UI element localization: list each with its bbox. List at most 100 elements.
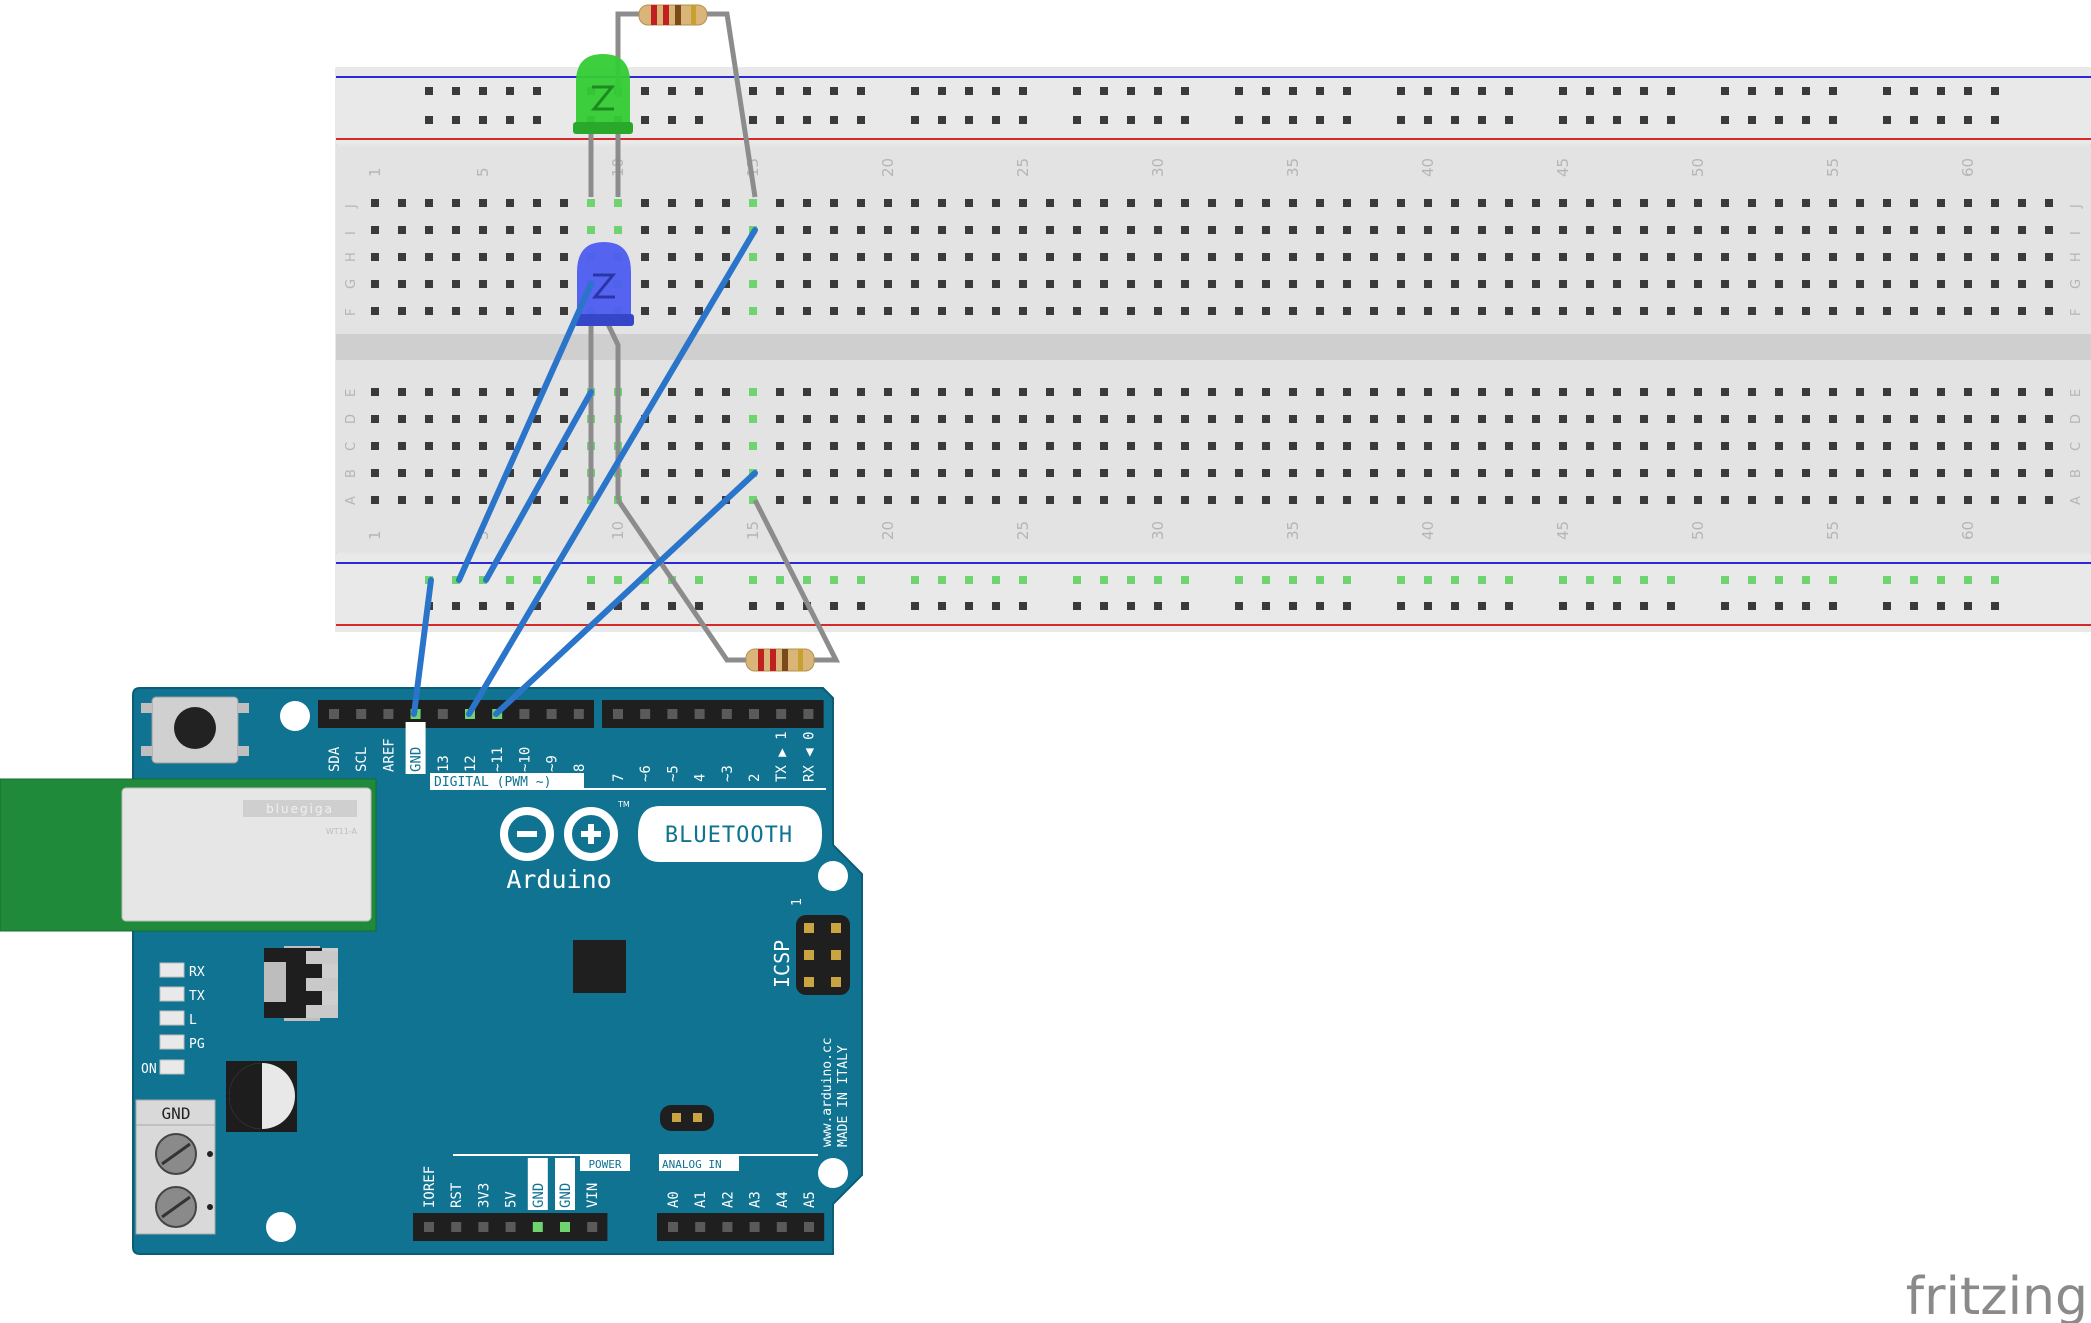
breadboard-hole <box>884 199 892 207</box>
header-pin[interactable] <box>356 709 367 719</box>
header-pin[interactable] <box>532 1222 543 1232</box>
header-pin[interactable] <box>451 1222 462 1232</box>
header-pin[interactable] <box>640 709 651 719</box>
column-number: 55 <box>1824 158 1842 177</box>
breadboard-hole <box>884 226 892 234</box>
digital-pin-label: ~6 <box>638 765 654 782</box>
breadboard-hole <box>452 388 460 396</box>
breadboard-hole <box>1127 602 1135 610</box>
breadboard-hole <box>1316 496 1324 504</box>
digital-pin-label: GND <box>409 747 425 772</box>
breadboard-hole <box>1964 388 1972 396</box>
row-letter: I <box>2069 231 2084 235</box>
header-pin[interactable] <box>546 709 557 719</box>
header-pin[interactable] <box>776 1222 787 1232</box>
header-pin[interactable] <box>437 709 448 719</box>
breadboard-hole <box>1964 442 1972 450</box>
breadboard-hole <box>1802 280 1810 288</box>
breadboard-hole <box>1019 253 1027 261</box>
breadboard-hole <box>479 602 487 610</box>
website-line1: www.arduino.cc <box>820 1037 835 1147</box>
breadboard-hole <box>1748 87 1756 95</box>
breadboard-hole <box>1343 307 1351 315</box>
breadboard-hole <box>398 307 406 315</box>
header-pin[interactable] <box>329 709 339 719</box>
breadboard-hole <box>1100 116 1108 124</box>
breadboard-hole <box>695 199 703 207</box>
header-pin[interactable] <box>721 709 732 719</box>
breadboard-hole <box>1613 253 1621 261</box>
row-letter: I <box>344 231 359 235</box>
status-led-label: L <box>189 1013 197 1028</box>
header-pin[interactable] <box>668 1222 678 1232</box>
header-pin[interactable] <box>695 1222 706 1232</box>
breadboard-hole <box>1721 442 1729 450</box>
mounting-hole <box>266 1212 296 1242</box>
breadboard-hole <box>1262 602 1270 610</box>
power-header-title: POWER <box>588 1158 621 1171</box>
header-pin[interactable] <box>667 709 678 719</box>
header-pin[interactable] <box>424 1222 434 1232</box>
breadboard-hole <box>1991 199 1999 207</box>
header-pin[interactable] <box>519 709 530 719</box>
breadboard-hole <box>1154 496 1162 504</box>
column-number: 55 <box>1824 521 1842 540</box>
header-pin[interactable] <box>478 1222 489 1232</box>
breadboard-hole <box>1586 87 1594 95</box>
header-pin[interactable] <box>613 709 623 719</box>
breadboard-hole <box>803 307 811 315</box>
breadboard-hole <box>1343 496 1351 504</box>
breadboard-hole <box>1640 116 1648 124</box>
breadboard-hole <box>1937 116 1945 124</box>
breadboard-hole <box>1802 576 1810 584</box>
breadboard-hole <box>1424 442 1432 450</box>
breadboard-hole <box>1154 280 1162 288</box>
header-pin[interactable] <box>694 709 705 719</box>
breadboard-hole <box>1721 280 1729 288</box>
breadboard-hole <box>1991 388 1999 396</box>
wire-blue-led <box>456 281 594 583</box>
header-pin[interactable] <box>505 1222 516 1232</box>
breadboard-hole <box>1775 388 1783 396</box>
breadboard-hole <box>1775 226 1783 234</box>
header-pin[interactable] <box>776 709 787 719</box>
breadboard-hole <box>1856 226 1864 234</box>
header-pin[interactable] <box>587 1222 598 1232</box>
header-pin[interactable] <box>749 709 759 719</box>
breadboard-hole <box>1100 388 1108 396</box>
breadboard-hole <box>479 496 487 504</box>
breadboard-hole <box>452 469 460 477</box>
breadboard-hole <box>938 415 946 423</box>
header-pin[interactable] <box>749 1222 760 1232</box>
header-pin[interactable] <box>560 1222 570 1232</box>
breadboard-hole <box>1748 199 1756 207</box>
reset-button-icon[interactable] <box>141 696 249 764</box>
breadboard-hole <box>1910 442 1918 450</box>
breadboard-hole <box>1208 253 1216 261</box>
breadboard-hole <box>1289 415 1297 423</box>
header-pin[interactable] <box>573 709 584 719</box>
header-pin[interactable] <box>803 709 814 719</box>
breadboard-hole <box>695 87 703 95</box>
breadboard-hole <box>1532 388 1540 396</box>
breadboard-hole <box>506 442 514 450</box>
breadboard-hole <box>533 253 541 261</box>
breadboard-hole <box>857 496 865 504</box>
breadboard-hole <box>1019 602 1027 610</box>
breadboard-hole <box>1640 576 1648 584</box>
column-number: 50 <box>1689 521 1707 540</box>
breadboard-hole <box>1937 469 1945 477</box>
breadboard-hole <box>1775 469 1783 477</box>
header-pin[interactable] <box>722 1222 733 1232</box>
breadboard-hole <box>1856 415 1864 423</box>
breadboard-hole <box>695 496 703 504</box>
header-pin[interactable] <box>383 709 394 719</box>
row-letter: B <box>2069 469 2084 478</box>
breadboard-hole <box>1262 442 1270 450</box>
breadboard-hole <box>1316 576 1324 584</box>
breadboard-hole <box>533 469 541 477</box>
breadboard-hole <box>749 576 757 584</box>
header-pin[interactable] <box>804 1222 814 1232</box>
row-letter: D <box>344 414 359 424</box>
breadboard-hole <box>668 602 676 610</box>
